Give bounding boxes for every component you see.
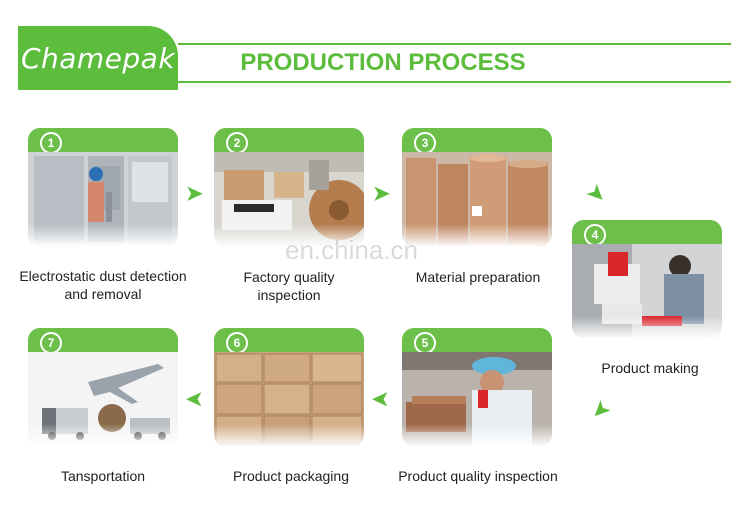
step-number: 4	[584, 224, 606, 246]
step-label-7: Tansportation	[28, 467, 178, 485]
step-number: 1	[40, 132, 62, 154]
header-line-bottom	[178, 81, 731, 83]
arrow-down-icon: ➤	[583, 181, 609, 207]
step-number: 5	[414, 332, 436, 354]
step-card-5: 5	[402, 328, 552, 446]
step-card-7: 7	[28, 328, 178, 446]
step-number: 7	[40, 332, 62, 354]
step-label-5: Product quality inspection	[398, 467, 558, 485]
step-card-3: 3	[402, 128, 552, 246]
header-line-top	[178, 43, 731, 45]
step-label-4: Product making	[578, 359, 722, 377]
arrow-left-icon: ➤	[186, 389, 203, 409]
step-number: 2	[226, 132, 248, 154]
step-card-2: 2	[214, 128, 364, 246]
watermark: en.china.cn	[285, 235, 418, 266]
step-label-6: Product packaging	[214, 467, 368, 485]
step-card-4: 4	[572, 220, 722, 338]
step-number: 3	[414, 132, 436, 154]
step-card-6: 6	[214, 328, 364, 446]
arrow-right-icon: ➤	[186, 184, 203, 204]
step-card-1: 1	[28, 128, 178, 246]
step-number: 6	[226, 332, 248, 354]
arrow-left-icon: ➤	[372, 389, 389, 409]
step-label-2: Factory quality inspection	[214, 268, 364, 304]
step-label-1: Electrostatic dust detection and removal	[10, 267, 196, 303]
brand-logo: Chamepak	[18, 26, 178, 90]
step-label-3: Material preparation	[396, 268, 560, 286]
brand-name: Chamepak	[21, 42, 175, 75]
arrow-down-icon: ➤	[587, 397, 613, 423]
arrow-right-icon: ➤	[373, 184, 390, 204]
page-title: PRODUCTION PROCESS	[178, 49, 588, 77]
